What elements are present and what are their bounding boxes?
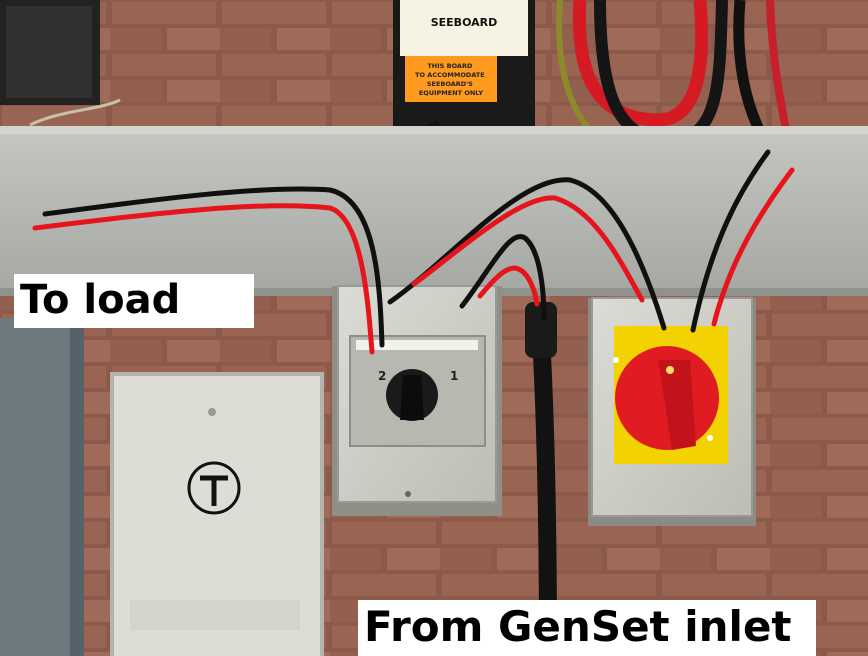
sticker-line-2: TO ACCOMMODATE <box>415 71 485 79</box>
wiring-left <box>29 98 121 127</box>
changeover-switch: 2 1 <box>332 285 502 516</box>
to-load-label: To load <box>14 274 254 328</box>
svg-text:THIS BOARD TO ACCOMMODATE: THIS BOARD TO ACCOMMODATE SEEBOARD'S EQU… <box>415 62 487 97</box>
from-genset-label: From GenSet inlet <box>358 600 816 656</box>
load-neutral-wire <box>42 186 385 348</box>
genset-live-wire <box>477 265 540 307</box>
switch-position-2: 2 <box>378 369 386 383</box>
cable-top-red <box>572 0 709 127</box>
genset-neutral-wire <box>459 234 547 321</box>
rotary-isolator <box>588 297 756 526</box>
sticker-line-4: EQUIPMENT ONLY <box>419 89 484 97</box>
telephone-box <box>110 372 324 656</box>
meter-sticker <box>405 56 497 102</box>
switch-position-1: 1 <box>450 369 458 383</box>
supply-neutral-wire <box>690 149 771 333</box>
supply-live-wire <box>711 167 795 327</box>
sticker-line-3: SEEBOARD'S <box>427 80 473 88</box>
sticker-line-1: THIS BOARD <box>427 62 473 70</box>
t-logo-icon <box>187 461 241 515</box>
link-live-wire <box>411 195 645 303</box>
load-live-wire <box>32 203 375 355</box>
conduit-left <box>0 318 80 656</box>
sticker-brand: SEEBOARD <box>431 16 498 29</box>
annotated-wires <box>32 149 795 355</box>
